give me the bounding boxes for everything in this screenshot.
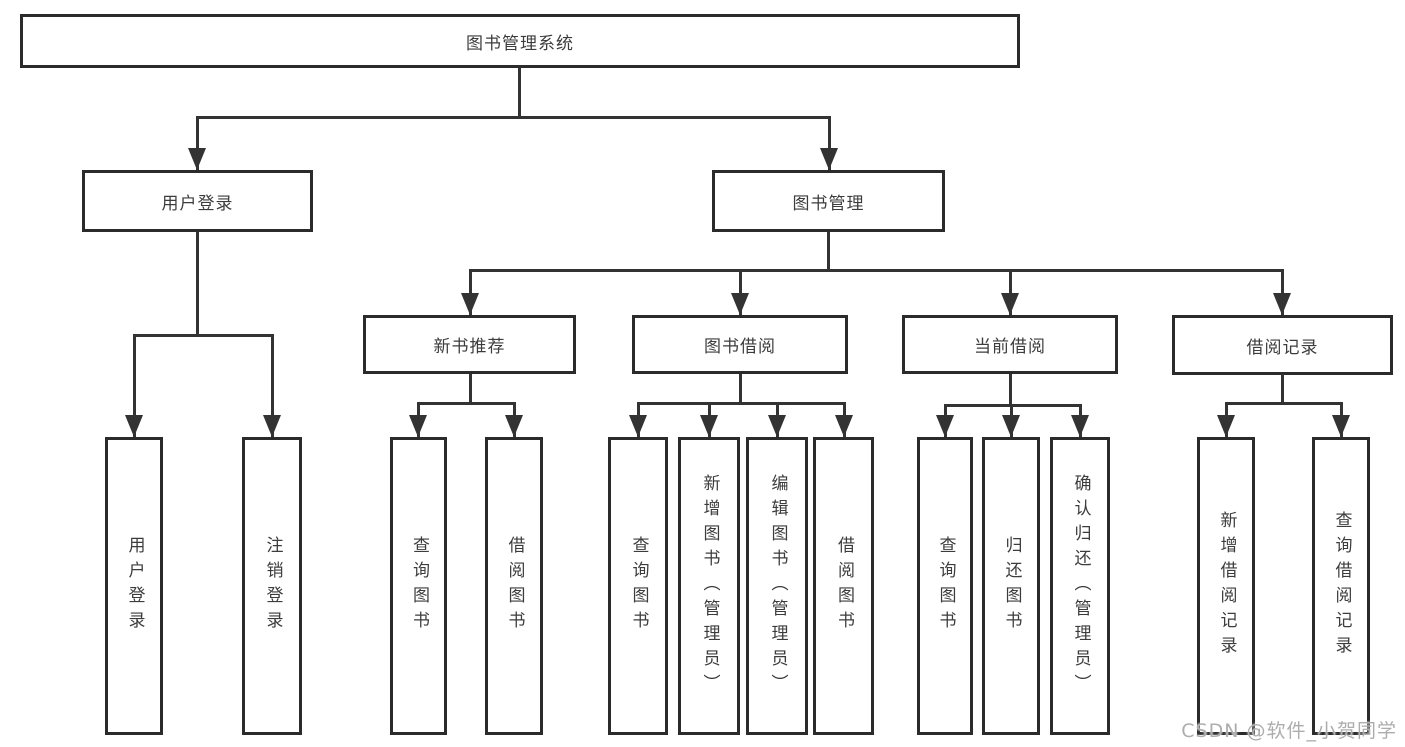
arrowhead-icon	[1002, 415, 1020, 437]
leaf-borrow-query-book: 查询图书	[608, 437, 668, 735]
connector-line	[196, 116, 199, 170]
node-new-book-recommend: 新书推荐	[363, 315, 576, 374]
node-user-login: 用户登录	[82, 170, 313, 232]
leaf-edit-book-admin: 编辑图书（管理员）	[746, 437, 808, 735]
leaf-rec-query-book: 查询图书	[390, 437, 447, 735]
arrowhead-icon	[820, 148, 838, 170]
connector-line	[828, 116, 831, 170]
arrowhead-icon	[505, 415, 523, 437]
arrowhead-icon	[409, 415, 427, 437]
arrowhead-icon	[461, 293, 479, 315]
connector-line	[133, 334, 274, 337]
leaf-confirm-return-admin: 确认归还（管理员）	[1050, 437, 1110, 735]
node-current-borrow: 当前借阅	[902, 315, 1118, 374]
connector-line	[1225, 402, 1343, 405]
leaf-query-borrow-record: 查询借阅记录	[1312, 437, 1370, 735]
arrowhead-icon	[731, 293, 749, 315]
node-book-borrow: 图书借阅	[632, 315, 848, 374]
connector-line	[469, 269, 1283, 272]
leaf-logout: 注销登录	[242, 437, 302, 735]
arrowhead-icon	[835, 415, 853, 437]
arrowhead-icon	[629, 415, 647, 437]
connector-line	[1009, 374, 1012, 406]
connector-line	[469, 374, 472, 404]
leaf-return-book: 归还图书	[982, 437, 1040, 735]
csdn-watermark: CSDN @软件_小贺同学	[1181, 720, 1397, 742]
arrowhead-icon	[768, 415, 786, 437]
connector-line	[1281, 374, 1284, 404]
connector-line	[739, 374, 742, 404]
arrowhead-icon	[125, 415, 143, 437]
node-borrow-records: 借阅记录	[1172, 315, 1393, 375]
connector-line	[196, 232, 199, 336]
arrowhead-icon	[1001, 293, 1019, 315]
connector-line	[133, 334, 136, 437]
arrowhead-icon	[263, 415, 281, 437]
connector-line	[417, 402, 516, 405]
node-book-management: 图书管理	[712, 170, 945, 232]
leaf-add-borrow-record: 新增借阅记录	[1197, 437, 1255, 735]
connector-line	[944, 404, 1082, 407]
connector-line	[518, 68, 521, 118]
connector-line	[196, 116, 830, 119]
arrowhead-icon	[936, 415, 954, 437]
leaf-rec-borrow-book: 借阅图书	[485, 437, 543, 735]
connector-line	[739, 269, 742, 315]
arrowhead-icon	[1332, 415, 1350, 437]
arrowhead-icon	[1273, 293, 1291, 315]
leaf-borrow-book: 借阅图书	[813, 437, 874, 735]
leaf-add-book-admin: 新增图书（管理员）	[678, 437, 740, 735]
connector-line	[1009, 269, 1012, 315]
connector-line	[469, 269, 472, 315]
leaf-current-query-book: 查询图书	[917, 437, 973, 735]
connector-line	[827, 232, 830, 272]
arrowhead-icon	[700, 415, 718, 437]
leaf-user-login: 用户登录	[105, 437, 163, 735]
connector-line	[1281, 269, 1284, 315]
node-root: 图书管理系统	[20, 14, 1020, 68]
connector-line	[637, 402, 846, 405]
arrowhead-icon	[1217, 415, 1235, 437]
connector-line	[271, 334, 274, 437]
arrowhead-icon	[188, 148, 206, 170]
arrowhead-icon	[1071, 415, 1089, 437]
